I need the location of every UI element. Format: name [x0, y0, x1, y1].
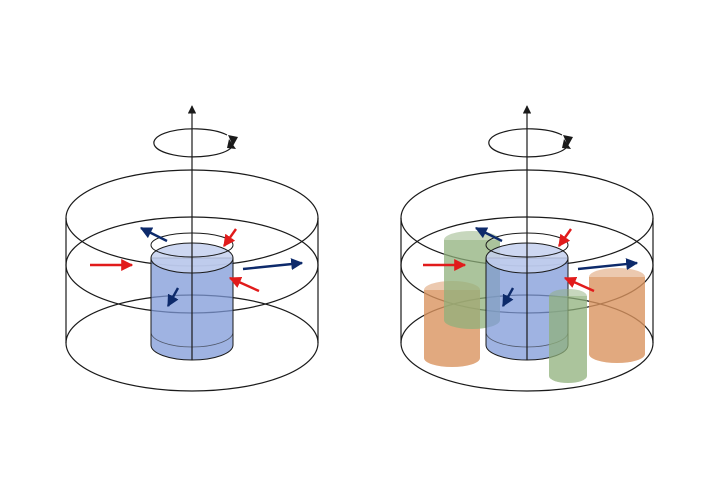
inflow-arrow-top — [223, 228, 237, 247]
green-cylinder-right — [549, 289, 587, 383]
outflow-arrow-inner — [501, 287, 515, 308]
orange-cylinder-right — [589, 268, 645, 363]
inflow-arrow-right — [563, 276, 595, 293]
outflow-arrow-top — [139, 226, 168, 243]
inflow-arrow-top — [558, 228, 572, 247]
rotation-arrow-icon — [153, 128, 238, 158]
rotation-arrow-icon — [488, 128, 573, 158]
panel-right — [400, 105, 654, 392]
inflow-arrow-right — [228, 276, 260, 293]
outflow-arrow-top — [474, 226, 503, 243]
panel-left — [65, 105, 319, 392]
outflow-arrow-right — [577, 258, 639, 271]
outflow-arrow-inner — [166, 287, 180, 308]
outflow-arrow-right — [242, 258, 304, 271]
